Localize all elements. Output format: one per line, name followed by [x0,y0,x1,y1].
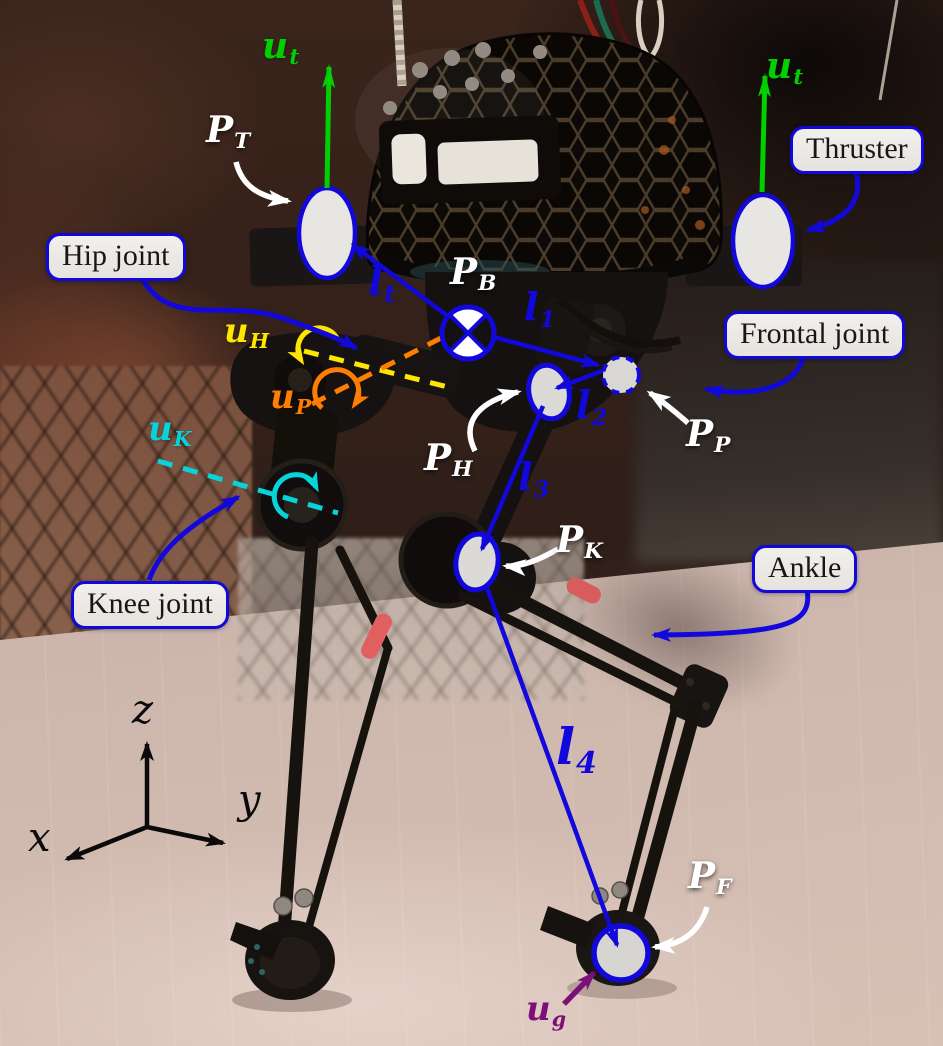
mocap-markers-head [383,42,547,115]
label-l2: l2 [576,382,608,431]
link-lt [350,243,451,319]
pf-foot-marker [591,923,651,983]
pt-pointer-arrow [233,161,292,207]
callout-frontal-joint: Frontal joint [724,311,906,359]
link-l1 [493,334,601,368]
label-pp: PP [686,413,731,459]
left-foot-glints [248,944,265,975]
label-pt: PT [206,109,251,155]
frontal-rotation-arc [312,367,370,410]
label-uh: uH [224,311,269,354]
ph-pointer-arrow [467,388,522,453]
hip-rotation-arc [287,325,340,366]
ankle-callout-arrow [651,588,811,642]
callout-knee-joint: Knee joint [71,581,229,629]
label-ut-right: ut [766,45,804,91]
coordinate-frame [64,741,226,862]
pp-pointer-arrow [646,390,690,426]
head-internal-glints [641,116,705,230]
link-l3 [479,405,546,552]
head-front-panel-small [391,133,427,185]
label-uk: uK [148,409,192,452]
ground-vector-ug [562,970,597,1006]
pt-left-thruster-marker [296,185,358,281]
left-shin-red-band [360,613,392,659]
knee-callout-arrow [146,494,241,581]
link-l4 [483,584,620,948]
label-l3: l3 [518,454,550,503]
callout-thruster: Thruster [790,126,924,174]
annotations [64,64,861,1006]
label-l1: l1 [524,284,556,333]
head-front-panel-wide [437,139,539,185]
pf-pointer-arrow [651,906,710,954]
label-l4: l4 [556,717,597,781]
right-shin-red-band [566,577,601,604]
right-thruster-marker [730,192,796,290]
label-ut-left: ut [262,25,300,71]
x-axis-arrow [64,824,148,862]
label-pk: PK [556,519,603,565]
knee-rotation-arc [271,471,319,520]
thruster-callout-arrow [805,167,861,233]
robot-right-leg [398,387,729,999]
label-up: uP [270,377,312,420]
robot-left-leg [230,332,462,1012]
label-pf: PF [688,855,732,901]
callout-ankle: Ankle [752,545,858,593]
pp-pelvis-marker [601,355,641,395]
callout-hip-joint: Hip joint [46,233,186,281]
label-ph: PH [424,437,473,483]
label-ug: ug [526,989,566,1032]
robot-head [355,32,723,288]
label-axis-x: x [28,815,51,861]
label-lt: lt [368,258,396,309]
link-l2 [554,368,603,391]
label-axis-y: y [238,777,261,823]
thrust-vector-left [322,64,336,189]
hip-callout-arrow [138,274,359,351]
y-axis-arrow [146,824,226,847]
pk-pointer-arrow [502,546,560,577]
thrust-vector-right [757,73,771,193]
label-axis-z: z [132,687,154,733]
knee-axis-dashed-line [157,458,339,516]
frontal-callout-arrow [703,356,806,399]
label-pb: PB [450,251,497,297]
pb-body-frame-marker [439,304,497,362]
